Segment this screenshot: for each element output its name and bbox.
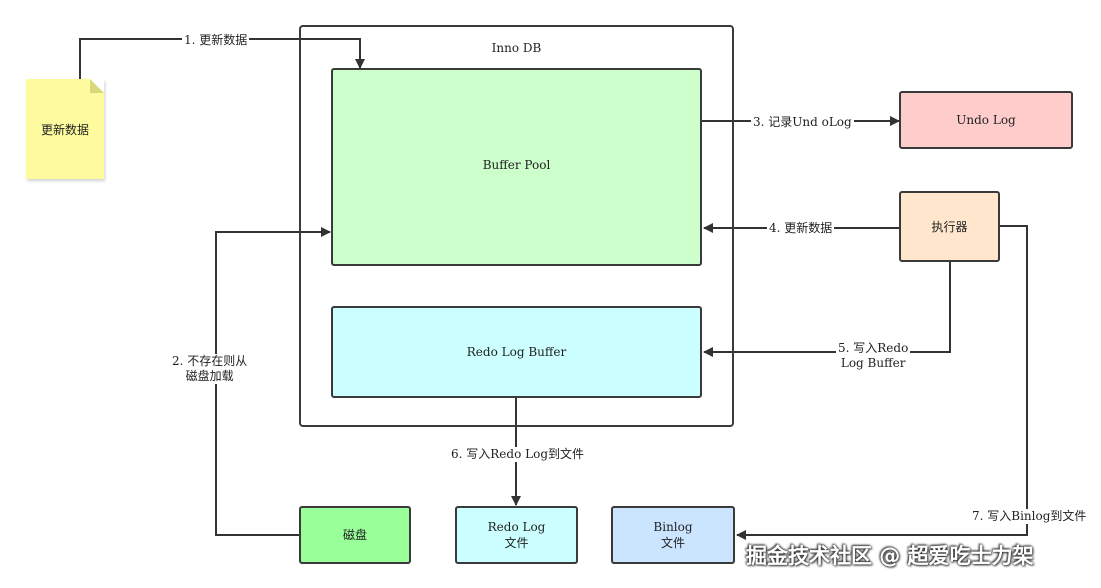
buffer-pool-label: Buffer Pool [482,158,551,172]
edge-3-label: 3. 记录Und oLog [751,115,854,130]
redo-log-buffer-label: Redo Log Buffer [466,345,567,359]
redo-log-file-label-line2: 文件 [504,536,529,550]
edge-7-write-binlog-file [736,225,1028,540]
edge-5-label: 5. 写入Redo Log Buffer [836,341,911,371]
edge-5-label-line1: 5. 写入Redo [838,341,909,355]
binlog-file-label-line1: Binlog [653,520,693,534]
innodb-container: Inno DB [299,25,734,427]
edge-2-label-line2: 磁盘加载 [185,369,234,383]
redo-log-buffer-node: Redo Log Buffer [331,306,702,398]
innodb-title: Inno DB [491,41,542,55]
update-data-note-label: 更新数据 [40,122,89,137]
edge-2-label-line1: 2. 不存在则从 [172,354,248,368]
edge-1-label: 1. 更新数据 [182,33,250,48]
update-data-note: 更新数据 [26,79,104,179]
redo-log-file-node: Redo Log 文件 [455,506,578,564]
disk-node: 磁盘 [299,506,411,564]
binlog-file-label-line2: 文件 [660,536,685,550]
buffer-pool-node: Buffer Pool [331,68,702,266]
edge-4-label: 4. 更新数据 [767,221,835,236]
redo-log-file-label-line1: Redo Log [487,520,546,534]
edge-5-write-redo-log-buffer [703,262,951,357]
disk-label: 磁盘 [342,528,367,542]
binlog-file-node: Binlog 文件 [611,506,735,564]
executor-node: 执行器 [899,191,1000,262]
watermark: 掘金技术社区 @ 超爱吃士力架 [746,544,1034,568]
edge-2-label: 2. 不存在则从 磁盘加载 [170,354,250,384]
executor-label: 执行器 [931,219,968,234]
undo-log-label: Undo Log [956,113,1016,127]
edge-5-label-line2: Log Buffer [840,356,906,370]
edge-7-label: 7. 写入Binlog到文件 [970,509,1089,524]
undo-log-node: Undo Log [899,91,1073,149]
edge-6-label: 6. 写入Redo Log到文件 [449,447,586,462]
note-fold-corner [90,79,104,93]
